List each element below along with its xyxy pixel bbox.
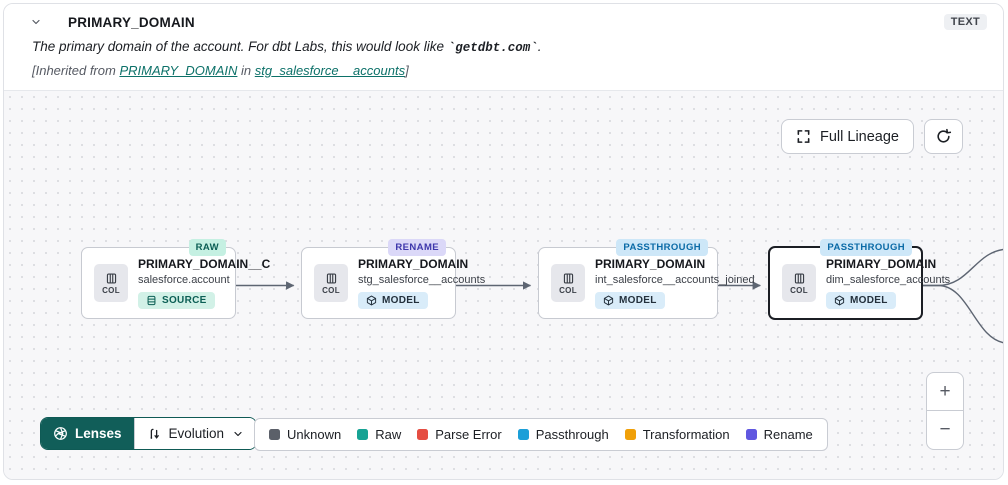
inherited-from-note: [Inherited from PRIMARY_DOMAIN in stg_sa… (32, 63, 987, 78)
lenses-label: Lenses (75, 426, 122, 441)
node-model-name: stg_salesforce__accounts (358, 273, 486, 286)
column-chip: COL (782, 264, 816, 302)
selected-lens-label: Evolution (168, 426, 225, 441)
resource-type-pill: MODEL (826, 292, 896, 310)
lineage-node-int[interactable]: PASSTHROUGH COL PRIMARY_DOMAIN int_sales… (538, 239, 755, 319)
legend-label: Passthrough (535, 427, 609, 442)
evolution-badge-passthrough: PASSTHROUGH (616, 239, 708, 256)
col-chip-label: COL (322, 285, 340, 295)
inherited-model-link[interactable]: stg_salesforce__accounts (254, 63, 406, 78)
legend-label: Unknown (287, 427, 342, 442)
columns-icon (794, 272, 804, 284)
node-column-name: PRIMARY_DOMAIN (358, 256, 469, 271)
legend-swatch (417, 429, 429, 440)
model-cube-icon (834, 295, 845, 306)
resource-type-pill: MODEL (358, 292, 428, 310)
lens-dropdown[interactable]: Evolution (133, 418, 257, 449)
legend-item-rename: Rename (745, 427, 813, 442)
inherited-suffix: ] (405, 63, 409, 78)
node-model-name: dim_salesforce_accounts (826, 273, 951, 286)
refresh-icon (937, 128, 952, 143)
node-model-name: salesforce.account (138, 273, 230, 286)
evolution-badge-rename: RENAME (388, 239, 446, 256)
zoom-out-button[interactable]: − (927, 411, 963, 449)
legend-item-passthrough: Passthrough (517, 427, 609, 442)
col-chip-label: COL (102, 285, 120, 295)
lineage-canvas[interactable]: Full Lineage RAW COL PRIMARY_DOMAIN__C s… (4, 90, 1003, 479)
zoom-in-button[interactable]: + (927, 373, 963, 411)
legend-label: Rename (763, 427, 813, 442)
zoom-controls: + − (926, 372, 964, 450)
inherited-prefix: [Inherited from (32, 63, 120, 78)
column-description: The primary domain of the account. For d… (32, 39, 987, 55)
column-chip: COL (314, 264, 348, 302)
legend-swatch (357, 429, 369, 440)
legend-swatch (624, 429, 636, 440)
node-column-name: PRIMARY_DOMAIN (595, 256, 706, 271)
inherited-column-link[interactable]: PRIMARY_DOMAIN (119, 63, 238, 78)
lineage-node-dim-selected[interactable]: PASSTHROUGH COL PRIMARY_DOMAIN dim_sales… (768, 239, 950, 320)
source-database-icon (147, 296, 156, 306)
lenses-button[interactable]: Lenses (41, 418, 134, 449)
data-type-badge: TEXT (943, 14, 987, 30)
canvas-toolbar: Full Lineage (781, 119, 963, 154)
inherited-middle: in (237, 63, 255, 78)
node-column-name: PRIMARY_DOMAIN (826, 256, 937, 271)
resource-type-label: MODEL (850, 295, 888, 307)
legend-item-unknown: Unknown (269, 427, 341, 442)
evolution-badge-passthrough: PASSTHROUGH (820, 239, 912, 256)
lineage-node-source[interactable]: RAW COL PRIMARY_DOMAIN__C salesforce.acc… (81, 239, 270, 319)
col-chip-label: COL (790, 285, 808, 295)
columns-icon (106, 272, 116, 284)
legend-label: Parse Error (435, 427, 502, 442)
resource-type-label: MODEL (619, 295, 657, 307)
resource-type-label: MODEL (382, 295, 420, 307)
model-cube-icon (366, 295, 377, 306)
model-cube-icon (603, 295, 614, 306)
lenses-control: Lenses Evolution (40, 417, 258, 450)
evolution-route-icon (150, 428, 159, 439)
col-chip-label: COL (559, 285, 577, 295)
legend-swatch (517, 429, 529, 440)
description-code: `getdbt.com` (447, 41, 538, 55)
resource-type-pill: MODEL (595, 292, 665, 310)
description-text: The primary domain of the account. For d… (32, 39, 448, 54)
legend-item-transformation: Transformation (624, 427, 730, 442)
legend-item-raw: Raw (357, 427, 401, 442)
legend-item-parse-error: Parse Error (417, 427, 502, 442)
legend-swatch (269, 429, 280, 440)
lineage-panel: PRIMARY_DOMAIN TEXT The primary domain o… (3, 3, 1004, 480)
collapse-chevron-icon[interactable] (26, 14, 46, 30)
evolution-badge-raw: RAW (188, 239, 226, 256)
full-lineage-label: Full Lineage (820, 128, 899, 145)
node-column-name: PRIMARY_DOMAIN__C (138, 256, 271, 271)
resource-type-label: SOURCE (162, 295, 207, 307)
legend-label: Transformation (642, 427, 730, 442)
full-lineage-button[interactable]: Full Lineage (781, 119, 914, 154)
legend-swatch (745, 429, 757, 440)
column-title: PRIMARY_DOMAIN (68, 14, 195, 30)
lens-aperture-icon (54, 427, 67, 440)
evolution-legend: Unknown Raw Parse Error Passthrough Tran… (254, 418, 828, 451)
column-chip: COL (94, 264, 128, 302)
columns-icon (563, 272, 573, 284)
description-period: . (537, 39, 542, 54)
lineage-node-stg[interactable]: RENAME COL PRIMARY_DOMAIN stg_salesforce… (301, 239, 485, 319)
lineage-edges (235, 248, 1003, 344)
legend-label: Raw (375, 427, 402, 442)
columns-icon (326, 272, 336, 284)
column-chip: COL (551, 264, 585, 302)
chevron-down-icon (234, 431, 242, 436)
column-header: PRIMARY_DOMAIN TEXT The primary domain o… (4, 4, 1003, 90)
resource-type-pill: SOURCE (138, 292, 215, 310)
node-model-name: int_salesforce__accounts_joined (595, 273, 755, 286)
fullscreen-brackets-icon (797, 130, 810, 143)
refresh-button[interactable] (924, 119, 963, 154)
